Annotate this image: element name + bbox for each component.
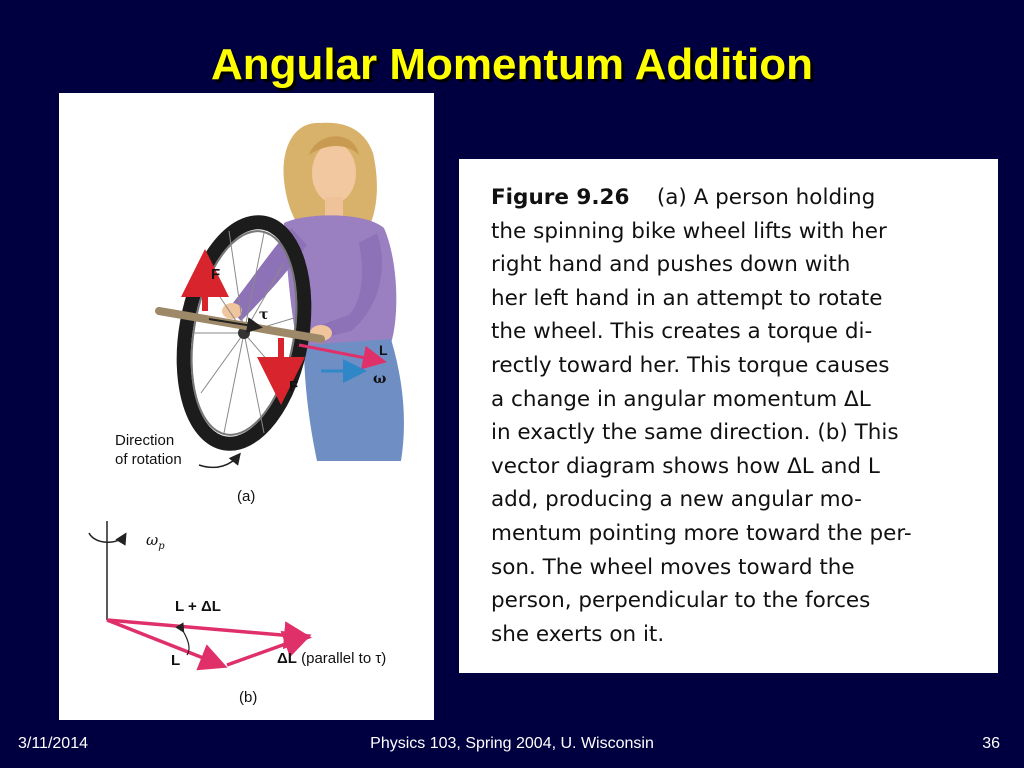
caption-line: her left hand in an attempt to rotate [491,285,883,311]
figure-illustration: F F τ L ω Direction of rotation (a) ω [88,122,404,706]
caption-line: she exerts on it. [491,621,665,647]
l-vector [106,618,228,671]
caption-line: right hand and pushes down with [491,252,851,278]
caption-text: Figure 9.26 (a) A person holding the spi… [491,181,981,651]
precession-arrow [88,532,127,546]
omega-label: ω [373,371,386,387]
torque-arrow [208,317,263,334]
caption-line-0: Figure 9.26 (a) A person holding [491,185,876,210]
footer-date: 3/11/2014 [18,735,88,752]
force-label-top: F [211,266,220,283]
torque-label: τ [259,307,268,323]
axle-rod [155,307,325,343]
caption-line: mentum pointing more toward the per- [491,520,912,546]
delta-l-caption: ΔL (parallel to τ) [277,650,386,667]
angle-arc [175,622,190,656]
vector-diagram [88,521,312,671]
figure-panel: F F τ L ω Direction of rotation (a) ω [59,93,434,720]
slide-title: Angular Momentum Addition [210,40,814,89]
sum-label: L + ΔL [175,598,221,615]
angular-momentum-arrow [298,343,387,370]
person-figure [222,122,404,461]
caption-line: son. The wheel moves toward the [491,554,855,580]
caption-line: a change in angular momentum ΔL [491,386,871,412]
footer-course: Physics 103, Spring 2004, U. Wisconsin [370,735,654,752]
sum-vector [106,618,312,650]
footer-page-number: 36 [982,735,1000,752]
omega-p-label: ωp [146,531,165,552]
rotation-note-line2: of rotation [115,451,182,468]
figure-number: Figure 9.26 [491,185,630,210]
panel-label-b: (b) [239,689,257,706]
force-label-bottom: F [289,378,298,395]
caption-line: the wheel. This creates a torque di- [491,319,873,345]
caption-line: add, producing a new angular mo- [491,487,862,513]
rotation-note-line1: Direction [115,432,174,449]
caption-line: in exactly the same direction. (b) This [491,420,899,446]
caption-line: rectly toward her. This torque causes [491,352,890,378]
caption-line: person, perpendicular to the forces [491,588,871,614]
rotation-direction-arrow [198,452,241,469]
panel-label-a: (a) [237,488,255,505]
angular-momentum-label: L [379,342,388,358]
l-label: L [171,652,180,669]
caption-line: vector diagram shows how ΔL and L [491,453,880,479]
caption-line: the spinning bike wheel lifts with her [491,218,887,244]
caption-panel: Figure 9.26 (a) A person holding the spi… [459,159,998,673]
